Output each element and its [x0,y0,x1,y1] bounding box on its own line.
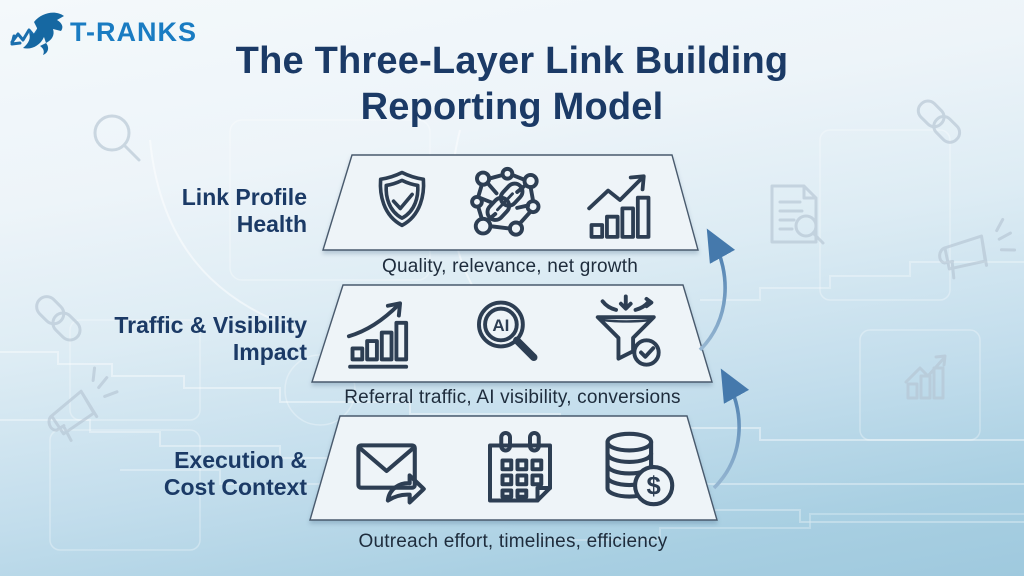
layer-label-link-profile-health: Link Profile Health [181,184,307,238]
shield-check-icon [378,170,426,228]
shark-arrow-icon [10,12,64,55]
up-arrow-layer3-to-layer2 [712,368,750,490]
growth-chart-icon [904,354,947,400]
layer-caption-outreach: Outreach effort, timelines, efficiency [358,531,668,552]
timeline-calendar-icon [488,431,552,503]
document-search-icon [770,184,825,245]
ai-search-icon: AI [477,300,538,362]
logo-wordmark: T-RANKS [70,16,197,47]
svg-text:$: $ [647,473,661,501]
title-line-1: The Three-Layer Link Building [235,40,789,82]
svg-text:AI: AI [492,316,509,335]
outreach-email-icon [356,443,426,505]
chain-icon [35,295,82,342]
megaphone-icon [938,217,1017,280]
chain-icon [916,99,962,144]
growth-bars-icon [587,174,651,239]
conversion-funnel-icon [595,294,661,367]
layer-caption-quality: Quality, relevance, net growth [382,256,638,277]
cost-coins-icon: $ [605,431,675,507]
layer-caption-referral: Referral traffic, AI visibility, convers… [344,387,681,408]
title-line-2: Reporting Model [360,86,664,129]
up-arrow-layer2-to-layer1 [698,228,736,352]
magnifier-icon [93,114,141,162]
link-network-icon [470,166,541,237]
layer-label-traffic-visibility-impact: Traffic & Visibility Impact [114,312,307,366]
page-title: The Three-Layer Link Building Reporting … [152,38,872,131]
t-ranks-logo[interactable]: T-RANKS [10,8,197,56]
layer-label-execution-cost-context: Execution & Cost Context [163,447,307,501]
megaphone-icon [47,366,119,442]
traffic-growth-icon [346,301,409,369]
